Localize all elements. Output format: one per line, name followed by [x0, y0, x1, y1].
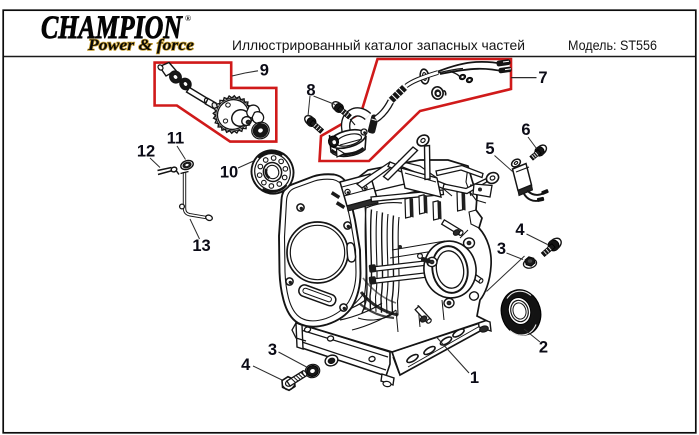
svg-text:Модель: ST556: Модель: ST556 — [568, 38, 657, 53]
svg-text:1: 1 — [470, 369, 479, 387]
svg-text:11: 11 — [167, 130, 184, 148]
svg-text:8: 8 — [306, 82, 315, 100]
svg-text:12: 12 — [137, 143, 155, 161]
svg-text:4: 4 — [241, 356, 251, 374]
svg-text:Power & force: Power & force — [88, 37, 194, 54]
svg-text:4: 4 — [515, 221, 525, 239]
svg-text:13: 13 — [192, 237, 210, 255]
svg-text:2: 2 — [539, 339, 548, 357]
svg-text:5: 5 — [485, 140, 494, 158]
svg-text:9: 9 — [260, 61, 269, 79]
svg-text:®: ® — [185, 14, 191, 23]
svg-text:Иллюстрированный каталог запас: Иллюстрированный каталог запасных частей — [232, 37, 525, 53]
svg-text:3: 3 — [497, 240, 506, 258]
svg-text:3: 3 — [268, 341, 277, 359]
svg-text:7: 7 — [538, 69, 547, 87]
svg-text:6: 6 — [521, 121, 530, 139]
svg-text:10: 10 — [220, 164, 238, 182]
svg-text:CHAMPION: CHAMPION — [41, 10, 183, 46]
